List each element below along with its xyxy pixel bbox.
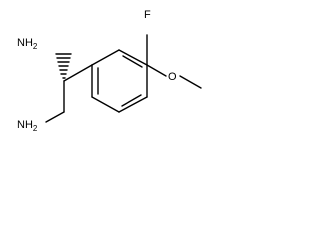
molecule-drawing: NH2 NH2 F O bbox=[17, 9, 202, 133]
structure-canvas: NH2 NH2 F O bbox=[0, 0, 226, 158]
oxygen-label: O bbox=[168, 71, 177, 83]
ring-bond-2 bbox=[118, 49, 148, 66]
ring-double-bond-2 bbox=[121, 94, 142, 107]
amine-label-bottom: NH2 bbox=[17, 119, 38, 133]
stereo-hash-bond bbox=[55, 53, 72, 79]
ring-double-bond-1 bbox=[122, 55, 143, 68]
ring-bond-4 bbox=[118, 96, 148, 113]
bond-ring-to-oxygen bbox=[146, 64, 167, 77]
bond-oxygen-to-methyl bbox=[179, 75, 202, 89]
amine-label-top: NH2 bbox=[17, 37, 38, 51]
bond-ch2-to-nh2 bbox=[45, 111, 65, 123]
ring-bond-5 bbox=[91, 96, 120, 113]
benzene-ring bbox=[91, 49, 148, 113]
bond-ring-to-chiral-carbon bbox=[63, 64, 93, 82]
fluorine-label: F bbox=[144, 9, 151, 21]
ring-bond-1 bbox=[91, 49, 120, 66]
